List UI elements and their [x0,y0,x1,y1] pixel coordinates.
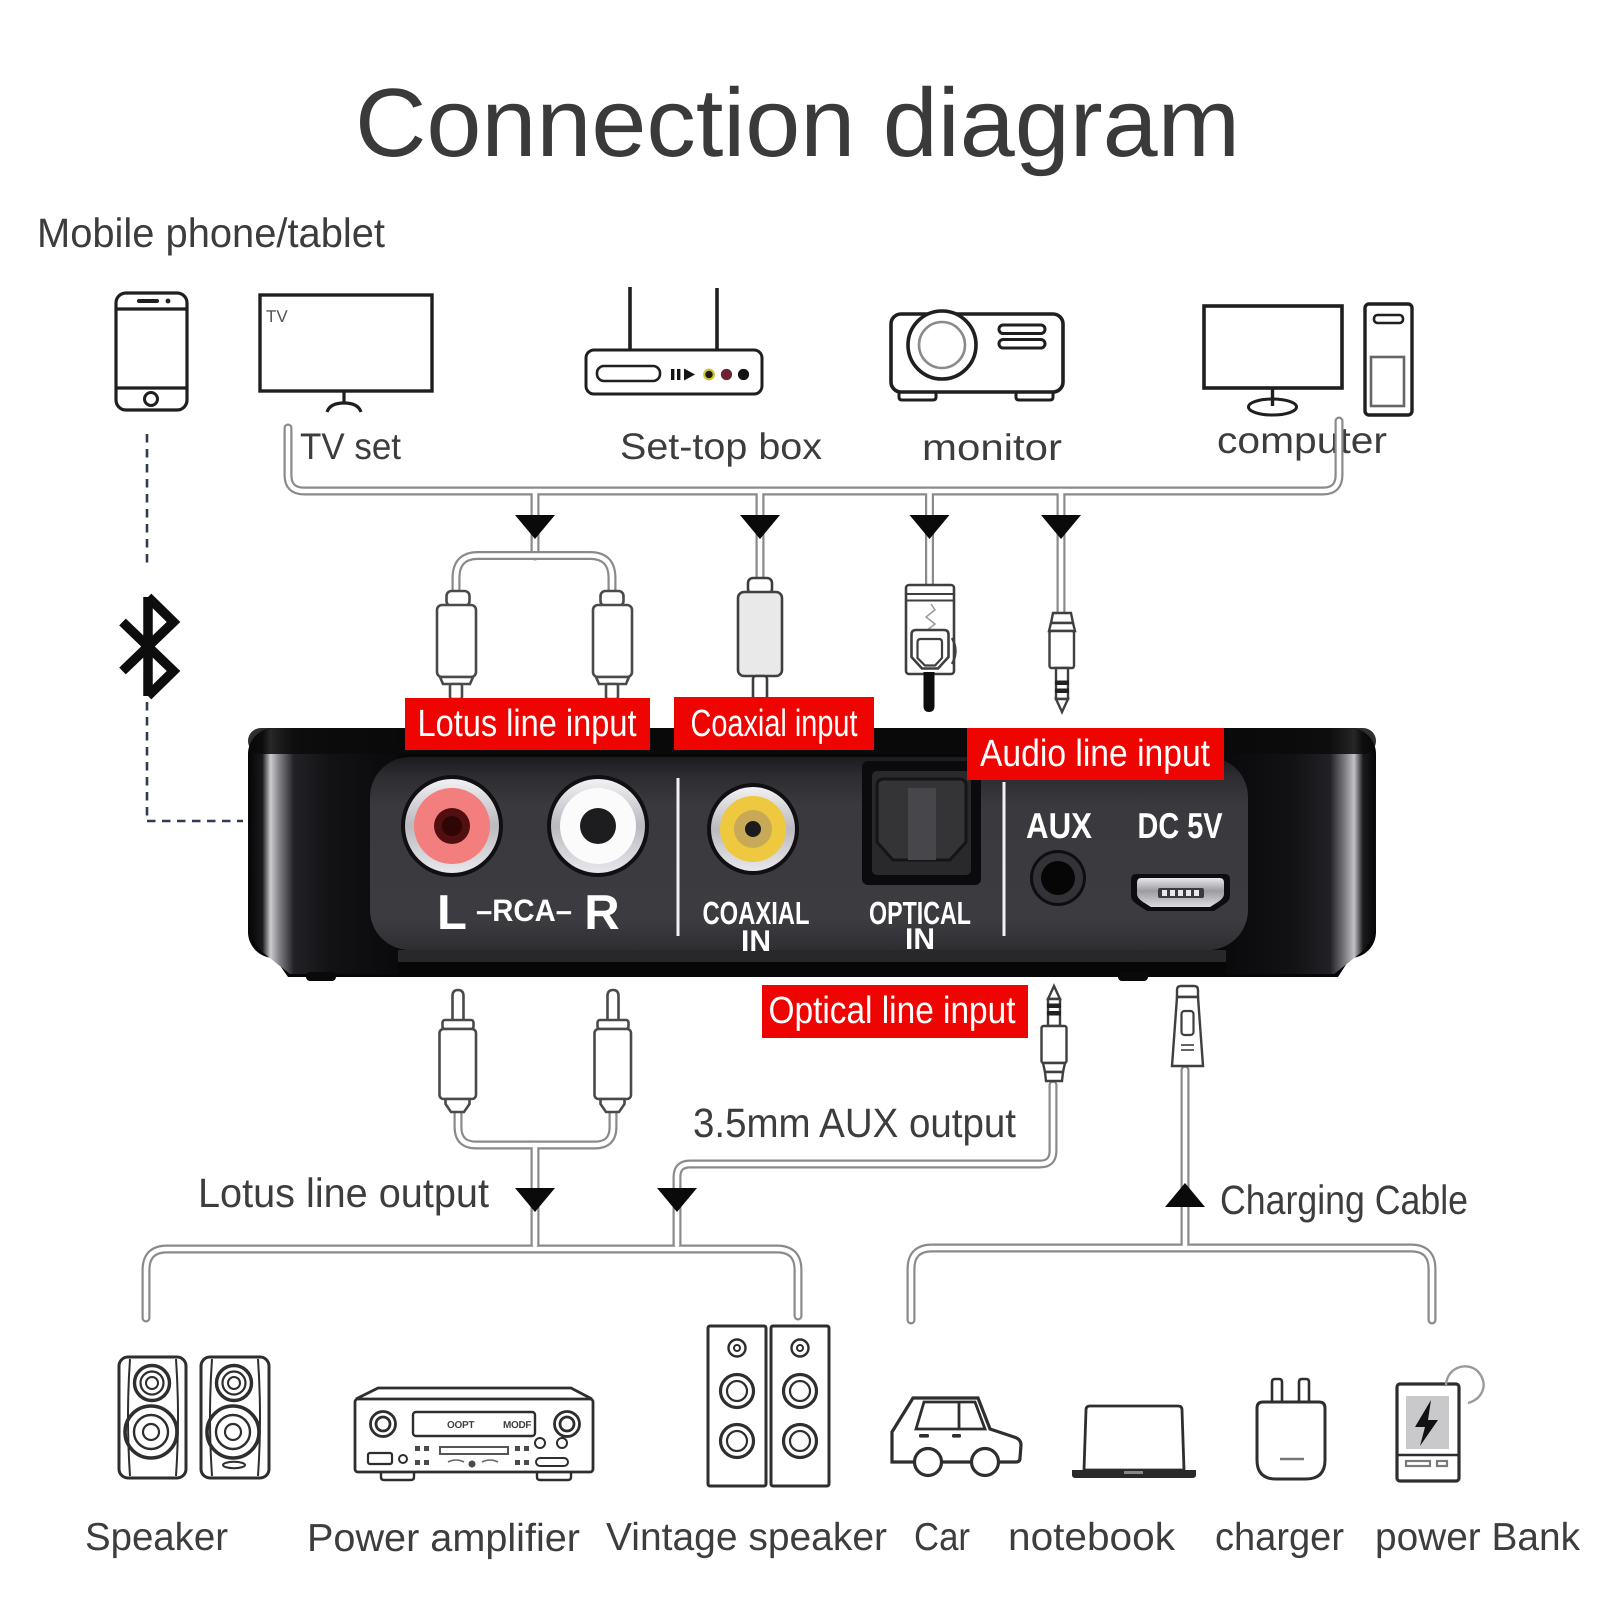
svg-text:OPTICAL: OPTICAL [869,895,971,931]
svg-text:Set-top box: Set-top box [620,426,823,467]
svg-text:Lotus line input: Lotus line input [418,703,637,745]
svg-text:L: L [437,886,467,940]
svg-text:Speaker: Speaker [85,1516,228,1559]
svg-text:–RCA–: –RCA– [476,893,572,928]
svg-text:AUX: AUX [1026,805,1092,846]
svg-text:notebook: notebook [1008,1516,1176,1559]
svg-text:MODF: MODF [503,1420,531,1431]
svg-text:R: R [584,886,619,940]
svg-text:3.5mm AUX output: 3.5mm AUX output [693,1100,1017,1146]
svg-text:computer: computer [1217,420,1387,461]
svg-text:IN: IN [905,923,935,956]
svg-text:COAXIAL: COAXIAL [703,895,810,931]
svg-text:Optical line input: Optical line input [769,990,1016,1032]
svg-text:Mobile phone/tablet: Mobile phone/tablet [37,210,386,256]
svg-text:OOPT: OOPT [447,1420,474,1431]
svg-text:Lotus line output: Lotus line output [198,1170,490,1216]
svg-text:TV set: TV set [300,426,402,467]
svg-text:power Bank: power Bank [1375,1516,1580,1559]
svg-text:Vintage speaker: Vintage speaker [606,1516,887,1559]
svg-text:Audio line input: Audio line input [980,733,1210,775]
svg-text:TV: TV [266,307,288,326]
svg-text:Coaxial input: Coaxial input [691,703,858,745]
svg-text:monitor: monitor [922,427,1062,468]
svg-text:IN: IN [741,925,771,958]
svg-text:Power amplifier: Power amplifier [307,1517,580,1560]
svg-text:DC 5V: DC 5V [1138,805,1223,846]
svg-text:Charging Cable: Charging Cable [1220,1177,1468,1223]
svg-text:Car: Car [914,1516,970,1559]
svg-text:Connection diagram: Connection diagram [355,68,1240,177]
svg-text:charger: charger [1215,1516,1344,1559]
